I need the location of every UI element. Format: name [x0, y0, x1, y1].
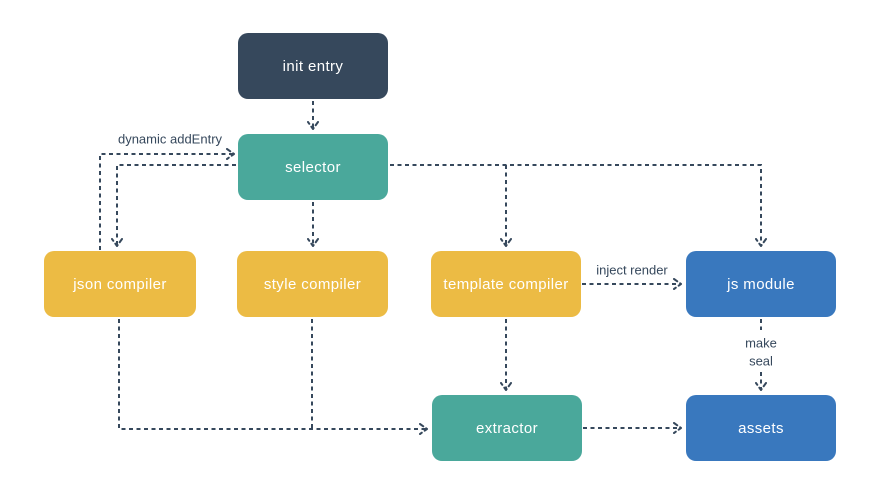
edge-label-make: make — [745, 335, 777, 351]
edge-json-compiler-to-extractor — [118, 319, 427, 429]
edge-selector-to-js-module — [390, 164, 761, 246]
node-assets-label: assets — [738, 419, 784, 437]
edge-label-dynamic-add-entry: dynamic addEntry — [117, 131, 223, 147]
edge-label-inject-render: inject render — [596, 262, 668, 278]
node-json-compiler-label: json compiler — [73, 275, 167, 293]
node-template-compiler: template compiler — [431, 251, 581, 317]
node-init-entry: init entry — [238, 33, 388, 99]
node-js-module-label: js module — [727, 275, 795, 293]
node-extractor-label: extractor — [476, 419, 538, 437]
node-assets: assets — [686, 395, 836, 461]
node-style-compiler-label: style compiler — [263, 275, 362, 293]
node-template-compiler-label: template compiler — [443, 275, 569, 293]
edge-json-compiler-to-selector — [99, 154, 234, 250]
node-style-compiler: style compiler — [237, 251, 388, 317]
node-init-entry-label: init entry — [282, 57, 344, 75]
node-selector-label: selector — [285, 158, 341, 176]
node-selector: selector — [238, 134, 388, 200]
node-extractor: extractor — [432, 395, 582, 461]
node-json-compiler: json compiler — [44, 251, 196, 317]
edge-label-seal: seal — [749, 353, 773, 369]
node-js-module: js module — [686, 251, 836, 317]
edge-selector-to-json-compiler — [117, 164, 236, 246]
